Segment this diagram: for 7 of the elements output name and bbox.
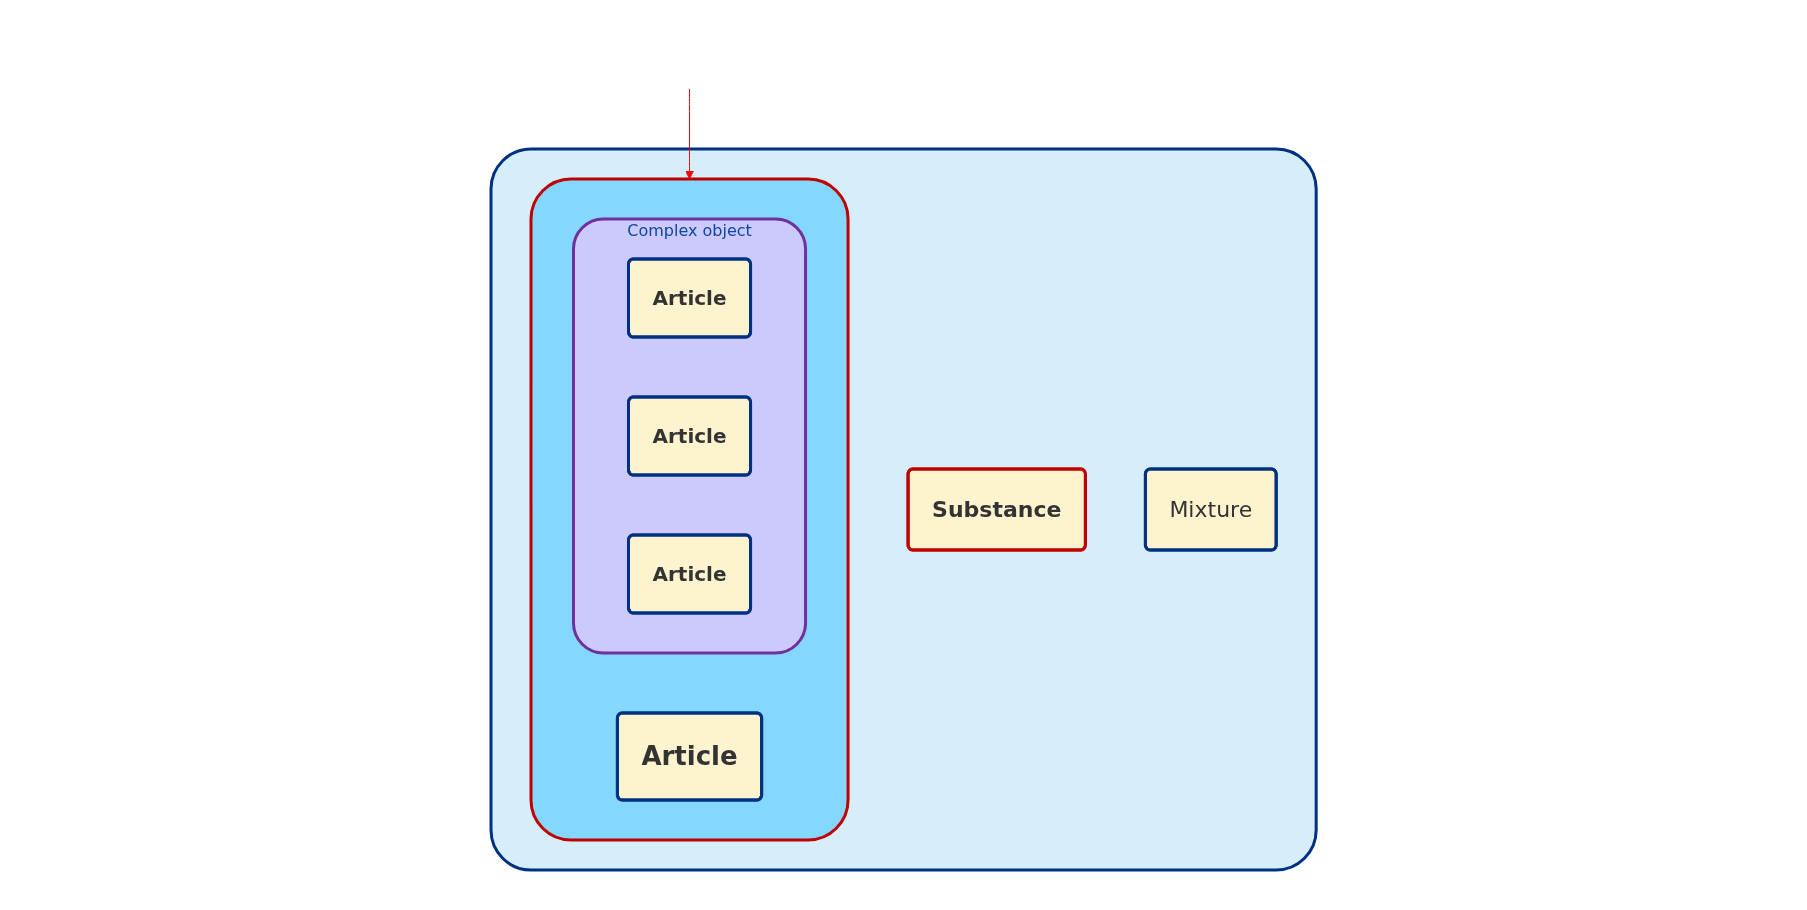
rounded-box: Mixture — [1143, 467, 1278, 551]
arrow — [685, 88, 694, 179]
rounded-box: Substance — [906, 467, 1087, 551]
rounded-box: Article — [626, 533, 752, 614]
rounded-box: Article — [615, 711, 764, 801]
rounded-box: Article — [626, 257, 752, 338]
rounded-box: Article — [626, 395, 752, 476]
